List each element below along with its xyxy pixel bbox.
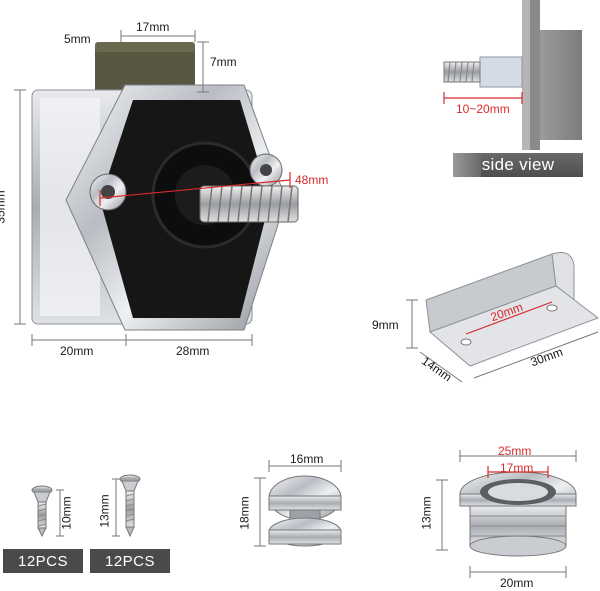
dim-screw-length: 48mm <box>295 173 329 187</box>
screw-2-qty-badge: 12PCS <box>90 549 170 573</box>
dim-top-width: 17mm <box>136 20 170 34</box>
bushing-height: 13mm <box>419 496 434 530</box>
side-view-range: 10~20mm <box>456 102 510 116</box>
knob-width: 16mm <box>290 452 324 466</box>
side-view-label: side view <box>453 153 583 177</box>
bushing-outer: 25mm <box>498 444 532 458</box>
bushing-base: 20mm <box>500 576 534 590</box>
dim-tab-height: 5mm <box>64 32 91 46</box>
latch-screw <box>199 185 299 223</box>
latch-tab <box>95 42 195 94</box>
dim-bottom-right: 28mm <box>176 344 210 358</box>
dim-bottom-left: 20mm <box>60 344 94 358</box>
bracket-height: 9mm <box>372 318 399 332</box>
dim-tab-depth: 7mm <box>210 55 237 69</box>
bushing-inner: 17mm <box>500 461 534 475</box>
screw-1-qty-badge: 12PCS <box>3 549 83 573</box>
